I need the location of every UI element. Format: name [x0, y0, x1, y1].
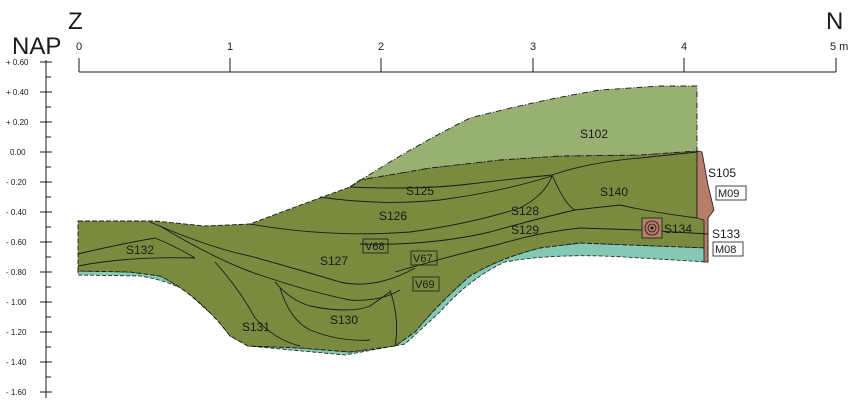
layer-label-s129: S129 [511, 223, 539, 237]
vertical-major-ticks [40, 61, 52, 393]
layer-label-s105: S105 [708, 166, 736, 180]
horizontal-tick-label: 5 m [830, 41, 848, 53]
layer-label-s140: S140 [600, 185, 628, 199]
vertical-tick-label: - 1.00 [6, 298, 27, 307]
boxed-label-v69: V69 [412, 276, 440, 292]
horizontal-scale: 0 1 2 3 4 5 m [76, 41, 848, 73]
vertical-scale: + 0.60 + 0.40 + 0.20 0.00 - 0.20 - 0.40 … [6, 58, 52, 398]
boundary-s131 [214, 261, 301, 347]
layer-label-s132: S132 [126, 243, 154, 257]
svg-text:V67: V67 [413, 253, 433, 265]
svg-text:M08: M08 [715, 244, 736, 256]
horizontal-tick-label: 3 [530, 41, 536, 53]
vertical-tick-label: - 1.60 [6, 388, 27, 397]
boundary-s127-a [149, 221, 416, 285]
layer-label-s125: S125 [406, 184, 434, 198]
horizontal-tick-label: 1 [227, 41, 233, 53]
boundary-s127-b [159, 225, 401, 301]
horizontal-tick-label: 2 [378, 41, 384, 53]
layer-label-s128: S128 [511, 204, 539, 218]
horizontal-tick-label: 0 [76, 41, 82, 53]
find-marker [641, 217, 663, 239]
south-label: Z [68, 8, 83, 35]
horizontal-tick-label: 4 [681, 41, 687, 53]
boundary-s130-top [274, 281, 391, 311]
main-deposit [77, 150, 709, 353]
vertical-tick-label: + 0.20 [6, 118, 29, 127]
layer-label-s126: S126 [379, 209, 407, 223]
layer-label-s130: S130 [330, 313, 358, 327]
layer-boundaries [77, 151, 709, 347]
boxed-label-m09: M09 [715, 185, 747, 201]
svg-text:V69: V69 [415, 279, 435, 291]
boundary-s125-s126 [319, 175, 553, 203]
vertical-tick-label: - 1.40 [6, 358, 27, 367]
vertical-tick-label: 0.00 [10, 148, 26, 157]
layer-label-s133: S133 [712, 227, 740, 241]
vertical-tick-label: - 0.20 [6, 178, 27, 187]
boundary-s140 [551, 174, 698, 219]
boundary-s125-top [349, 151, 698, 189]
vertical-tick-label: + 0.60 [6, 58, 29, 67]
boxed-label-v67: V67 [410, 250, 438, 266]
layer-label-s102: S102 [580, 127, 608, 141]
vertical-tick-label: - 0.80 [6, 268, 27, 277]
boundary-s128-s129 [359, 209, 576, 245]
svg-text:M09: M09 [718, 188, 739, 200]
datum-label: NAP [12, 33, 61, 60]
svg-text:V68: V68 [365, 241, 385, 253]
wall-structure [696, 150, 715, 263]
boundary-s130 [279, 287, 371, 341]
layer-label-s131: S131 [242, 320, 270, 334]
north-label: N [826, 8, 843, 35]
vertical-minor-ticks [46, 76, 51, 378]
vertical-tick-label: - 0.60 [6, 238, 27, 247]
layer-label-s127: S127 [320, 254, 348, 268]
layer-label-s134: S134 [664, 222, 692, 236]
upper-deposit [349, 85, 698, 188]
boxed-label-v68: V68 [362, 238, 389, 254]
boundary-lower [389, 289, 398, 347]
boundary-s129-s133 [394, 227, 709, 273]
boundary-s132-top [77, 237, 196, 259]
boundary-s126-s128 [249, 175, 553, 235]
vertical-tick-label: - 1.20 [6, 328, 27, 337]
boundary-s132-bottom [77, 257, 196, 267]
vertical-tick-label: - 0.40 [6, 208, 27, 217]
boxed-label-m08: M08 [712, 241, 744, 257]
vertical-tick-label: + 0.40 [6, 88, 29, 97]
